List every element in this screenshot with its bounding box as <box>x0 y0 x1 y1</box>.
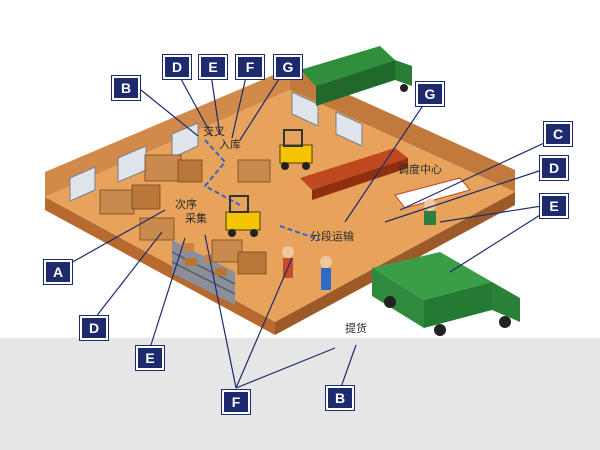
callout-top-b: B <box>112 76 140 100</box>
forklift-middle <box>225 195 261 237</box>
zone-text-receiving: 入库 <box>219 138 241 151</box>
cargo-boxes <box>99 154 271 275</box>
callout-top-f: F <box>236 55 264 79</box>
back-left-wall <box>45 68 290 197</box>
callout-right-d: D <box>540 156 568 180</box>
zone-text-sorting: 采集 <box>185 211 207 225</box>
zone-text-sequencing: 次序 <box>175 197 197 211</box>
back-right-wall <box>290 68 515 192</box>
callout-right-e: E <box>540 194 568 218</box>
zone-text-pickup: 提货 <box>345 321 367 335</box>
front-left-edge <box>45 197 275 335</box>
zone-text-handover: 交叉 <box>203 124 225 138</box>
zone-text-transport: 分段运输 <box>310 229 354 243</box>
callout-bottom-b: B <box>326 386 354 410</box>
callout-right-c: C <box>544 122 572 146</box>
callout-left-d: D <box>80 316 108 340</box>
dispatch-counter <box>300 148 471 209</box>
callout-top-d: D <box>163 55 191 79</box>
warehouse-floor <box>45 90 515 322</box>
flow-paths <box>203 139 321 241</box>
callout-top-g: G <box>274 55 302 79</box>
ground-band <box>0 338 600 450</box>
callout-left-a: A <box>44 260 72 284</box>
storage-rack <box>171 240 236 305</box>
callout-lines <box>61 67 556 391</box>
callout-top-e: E <box>199 55 227 79</box>
forklift-top <box>279 129 313 170</box>
truck-top <box>300 46 412 106</box>
dock-doors <box>69 91 363 202</box>
truck-bottom <box>372 252 520 336</box>
callout-mid-g: G <box>416 82 444 106</box>
callout-left-e: E <box>136 346 164 370</box>
callout-bottom-f: F <box>222 390 250 414</box>
zone-text-dispatch-center: 调度中心 <box>398 162 442 176</box>
